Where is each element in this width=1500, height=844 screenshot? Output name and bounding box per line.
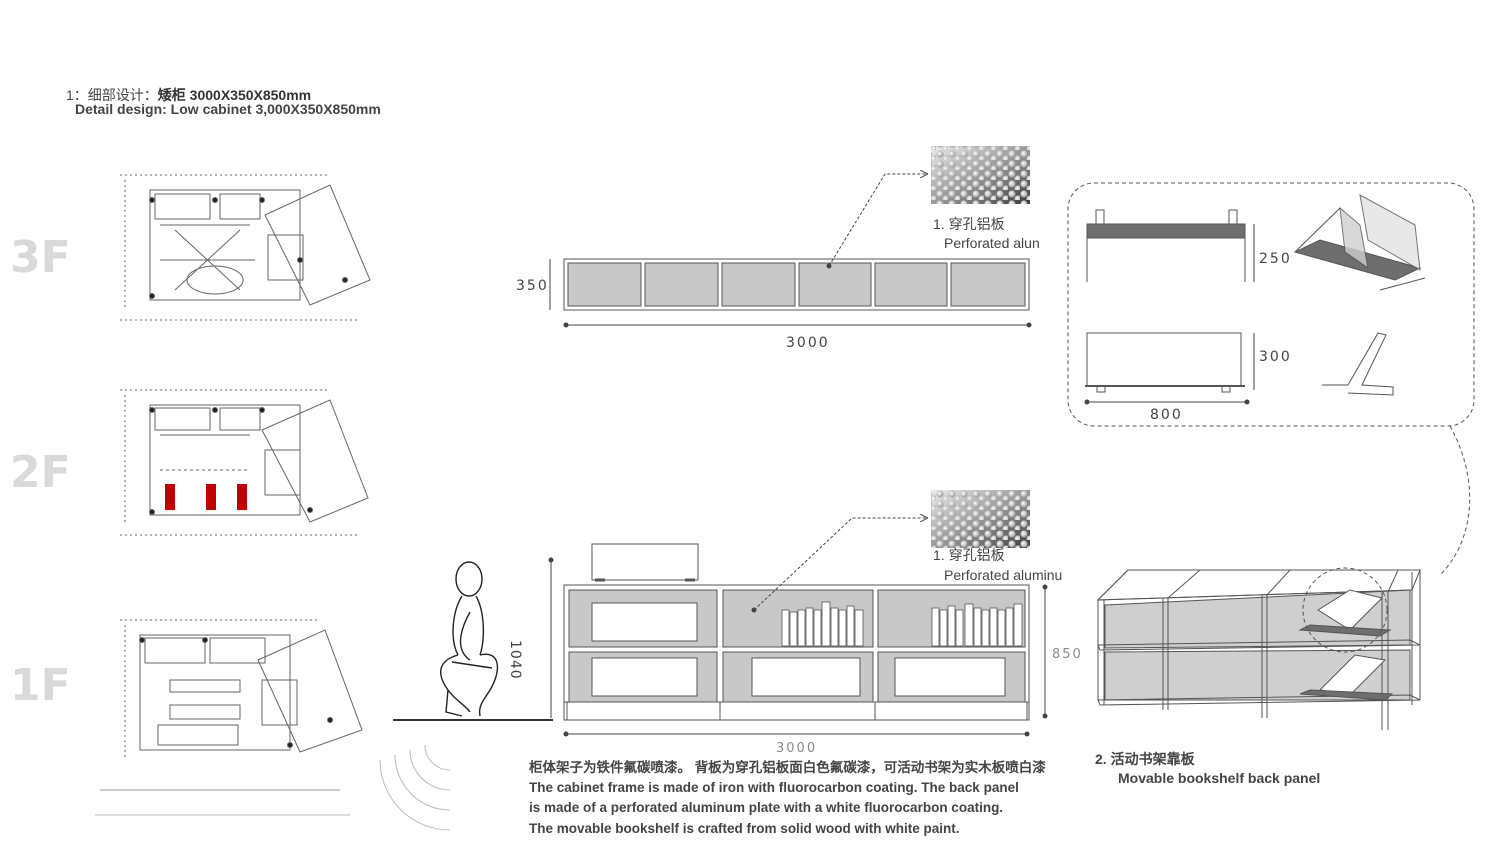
cabinet-location-marker-1 <box>165 484 175 510</box>
top-elevation-cabinet <box>563 258 1030 311</box>
floor-plan-1f <box>95 619 363 816</box>
dim-3000-top: 3000 <box>786 335 830 351</box>
shelf-elevation-250 <box>1086 209 1246 282</box>
cabinet-location-marker-3 <box>237 484 247 510</box>
material-description: 柜体架子为铁件氟碳喷漆。 背板为穿孔铝板面白色氟碳漆，可活动书架为实木板喷白漆 … <box>529 758 1046 839</box>
insert-bottom-left <box>591 657 698 697</box>
detail-highlight-circle <box>1302 567 1388 653</box>
floor-plan-2f <box>120 389 369 536</box>
shelf-profile-view <box>1322 332 1394 396</box>
crouching-figure <box>440 561 499 717</box>
dim-350: 350 <box>516 278 549 294</box>
top-panel-1 <box>567 262 642 307</box>
movable-backpanel-lower <box>1299 654 1394 701</box>
shelf-unit-3d <box>1096 569 1421 730</box>
description-en-3: The movable bookshelf is crafted from so… <box>529 820 960 836</box>
callout-en-front: Perforated aluminu <box>944 567 1063 583</box>
books-middle <box>781 601 864 647</box>
title-cn: 1：细部设计：矮柜 3000X350X850mm <box>66 87 312 103</box>
dim-1040: 1040 <box>507 640 523 680</box>
dim-800: 800 <box>1150 407 1183 423</box>
floor-label-2f: 2F <box>10 447 71 498</box>
shelf-3d-view <box>1293 194 1426 291</box>
callout-cn-top: 1. 穿孔铝板 <box>933 216 1005 232</box>
dim-3000-front: 3000 <box>776 741 818 756</box>
circular-stair-sketch <box>379 744 451 831</box>
dim-250: 250 <box>1259 251 1292 267</box>
movable-panel-label-cn: 2. 活动书架靠板 <box>1095 751 1195 767</box>
title-en: Detail design: Low cabinet 3,000X350X850… <box>75 101 381 117</box>
callout-cn-front: 1. 穿孔铝板 <box>933 547 1005 563</box>
insert-top-left <box>591 602 698 642</box>
top-panel-3 <box>721 262 796 307</box>
insert-bottom-right <box>894 657 1006 697</box>
top-panel-2 <box>644 262 719 307</box>
cabinet-location-marker-2 <box>206 484 216 510</box>
callout-en-top: Perforated alun <box>944 235 1040 251</box>
top-callout-leader <box>828 174 927 267</box>
insert-bottom-middle <box>751 657 861 697</box>
description-cn: 柜体架子为铁件氟碳喷漆。 背板为穿孔铝板面白色氟碳漆，可活动书架为实木板喷白漆 <box>529 760 1046 775</box>
top-panel-6 <box>950 262 1026 307</box>
detail-link-curve <box>1439 425 1471 576</box>
movable-panel-label-en: Movable bookshelf back panel <box>1118 770 1321 786</box>
top-box <box>591 543 699 581</box>
description-en-2: is made of a perforated aluminum plate w… <box>529 800 1004 816</box>
top-panel-4 <box>798 262 872 307</box>
description-en-1: The cabinet frame is made of iron with f… <box>529 780 1019 796</box>
dim-300: 300 <box>1259 349 1292 365</box>
shelf-elevation-300 <box>1085 332 1245 393</box>
top-panel-5 <box>874 262 948 307</box>
floor-plan-3f <box>120 174 371 321</box>
detail-box-frame <box>1067 182 1475 427</box>
dim-850: 850 <box>1052 647 1083 662</box>
books-right <box>931 603 1023 647</box>
floor-label-3f: 3F <box>10 232 71 283</box>
floor-label-1f: 1F <box>10 660 71 711</box>
